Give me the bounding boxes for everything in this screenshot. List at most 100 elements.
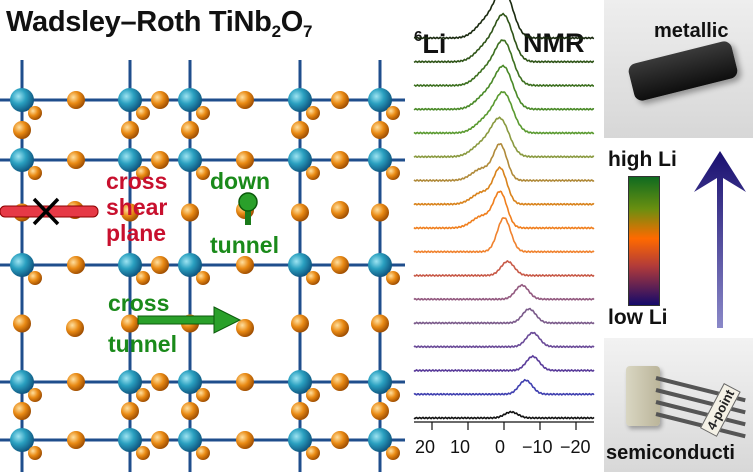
oxygen-atom <box>28 166 42 180</box>
nmr-spectrum-series <box>413 354 595 373</box>
oxygen-atom <box>331 151 349 169</box>
low-li-label: low Li <box>608 306 668 329</box>
oxygen-atom <box>306 271 320 285</box>
cross-tunnel-arrow-icon <box>137 306 242 334</box>
oxygen-atom <box>13 314 31 333</box>
oxygen-atom <box>136 106 150 120</box>
metal-atom <box>118 370 142 394</box>
oxygen-atom <box>196 106 210 120</box>
nmr-spectrum-series <box>413 331 595 349</box>
oxygen-atom <box>67 256 85 274</box>
nmr-nucleus-label: 6Li <box>414 28 447 59</box>
oxygen-atom <box>67 91 85 109</box>
nmr-spectrum-series <box>413 64 595 111</box>
metal-atom <box>368 88 392 112</box>
sample-bar <box>626 39 740 103</box>
figure-title: Wadsley–Roth TiNb2O7 <box>6 6 313 41</box>
oxygen-atom <box>151 373 169 391</box>
oxygen-atom <box>121 121 139 139</box>
metal-atom <box>288 148 312 172</box>
metal-atom <box>288 253 312 277</box>
oxygen-atom <box>196 166 210 180</box>
oxygen-atom <box>386 106 400 120</box>
oxygen-atom <box>306 166 320 180</box>
x-tick-label-0: 0 <box>495 437 506 457</box>
metal-atom <box>10 88 34 112</box>
crystal-structure <box>0 60 405 472</box>
oxygen-atom <box>66 319 84 337</box>
semiconducting-photo: 4-point semiconducti <box>604 338 753 472</box>
oxygen-atom <box>236 91 254 109</box>
oxygen-atom <box>236 151 254 169</box>
oxygen-atom <box>181 402 199 420</box>
oxygen-atom <box>28 106 42 120</box>
oxygen-atom <box>151 431 169 449</box>
metal-atom <box>118 88 142 112</box>
oxygen-atom <box>291 203 309 222</box>
metal-atom <box>178 88 202 112</box>
oxygen-atom <box>371 402 389 420</box>
oxygen-atom <box>291 402 309 420</box>
oxygen-atom <box>181 121 199 139</box>
oxygen-atom <box>13 402 31 420</box>
oxygen-atom <box>67 373 85 391</box>
down-tunnel-label-top: down <box>210 168 271 194</box>
metal-atom <box>118 253 142 277</box>
oxygen-atom <box>121 203 139 222</box>
oxygen-atom <box>136 388 150 402</box>
oxygen-atom <box>181 203 199 222</box>
metallic-label: metallic <box>654 20 729 42</box>
oxygen-atom <box>121 314 139 333</box>
oxygen-atom <box>151 91 169 109</box>
metal-atom <box>10 370 34 394</box>
oxygen-atom <box>291 314 309 333</box>
up-arrow-icon <box>694 151 746 328</box>
oxygen-atom <box>236 431 254 449</box>
oxygen-atom <box>196 271 210 285</box>
cross-tunnel-label-top: cross <box>108 290 170 316</box>
down-tunnel-marker-icon <box>238 192 258 225</box>
blocked-cross-icon <box>32 197 60 226</box>
metal-atom <box>10 253 34 277</box>
nmr-spectrum-series <box>413 378 595 396</box>
nmr-spectrum-series <box>413 190 595 230</box>
oxygen-atom <box>331 201 349 219</box>
oxygen-atom <box>136 271 150 285</box>
oxygen-atom <box>386 388 400 402</box>
metal-atom <box>10 428 34 452</box>
oxygen-atom <box>386 446 400 460</box>
oxygen-atom <box>13 121 31 139</box>
oxygen-atom <box>136 446 150 460</box>
oxygen-atom <box>136 166 150 180</box>
metal-atom <box>288 88 312 112</box>
oxygen-atom <box>28 446 42 460</box>
metallic-photo: metallic <box>604 0 753 138</box>
oxygen-atom <box>67 151 85 169</box>
metal-atom <box>178 253 202 277</box>
oxygen-atom <box>371 314 389 333</box>
oxygen-atom <box>28 271 42 285</box>
oxygen-atom <box>371 121 389 139</box>
probe-holder <box>626 366 660 426</box>
metal-atom <box>178 428 202 452</box>
li-content-colorbar <box>628 176 660 306</box>
x-tick-label-10: 10 <box>450 437 471 457</box>
nmr-spectrum-series <box>413 12 595 64</box>
nmr-spectrum-series <box>413 410 595 420</box>
oxygen-atom <box>331 256 349 274</box>
oxygen-atom <box>306 106 320 120</box>
oxygen-atom <box>121 402 139 420</box>
oxygen-atom <box>331 373 349 391</box>
nmr-spectra-chart <box>413 0 595 430</box>
metal-atom <box>368 148 392 172</box>
oxygen-atom <box>331 319 349 337</box>
nmr-spectrum-series <box>413 90 595 135</box>
nmr-spectrum-series <box>413 143 595 183</box>
oxygen-atom <box>151 256 169 274</box>
nmr-spectrum-series <box>413 116 595 159</box>
oxygen-atom <box>236 319 254 337</box>
x-tick-label-neg20: −20 <box>560 437 591 457</box>
metal-atom <box>288 370 312 394</box>
nmr-spectrum-series <box>413 260 595 278</box>
